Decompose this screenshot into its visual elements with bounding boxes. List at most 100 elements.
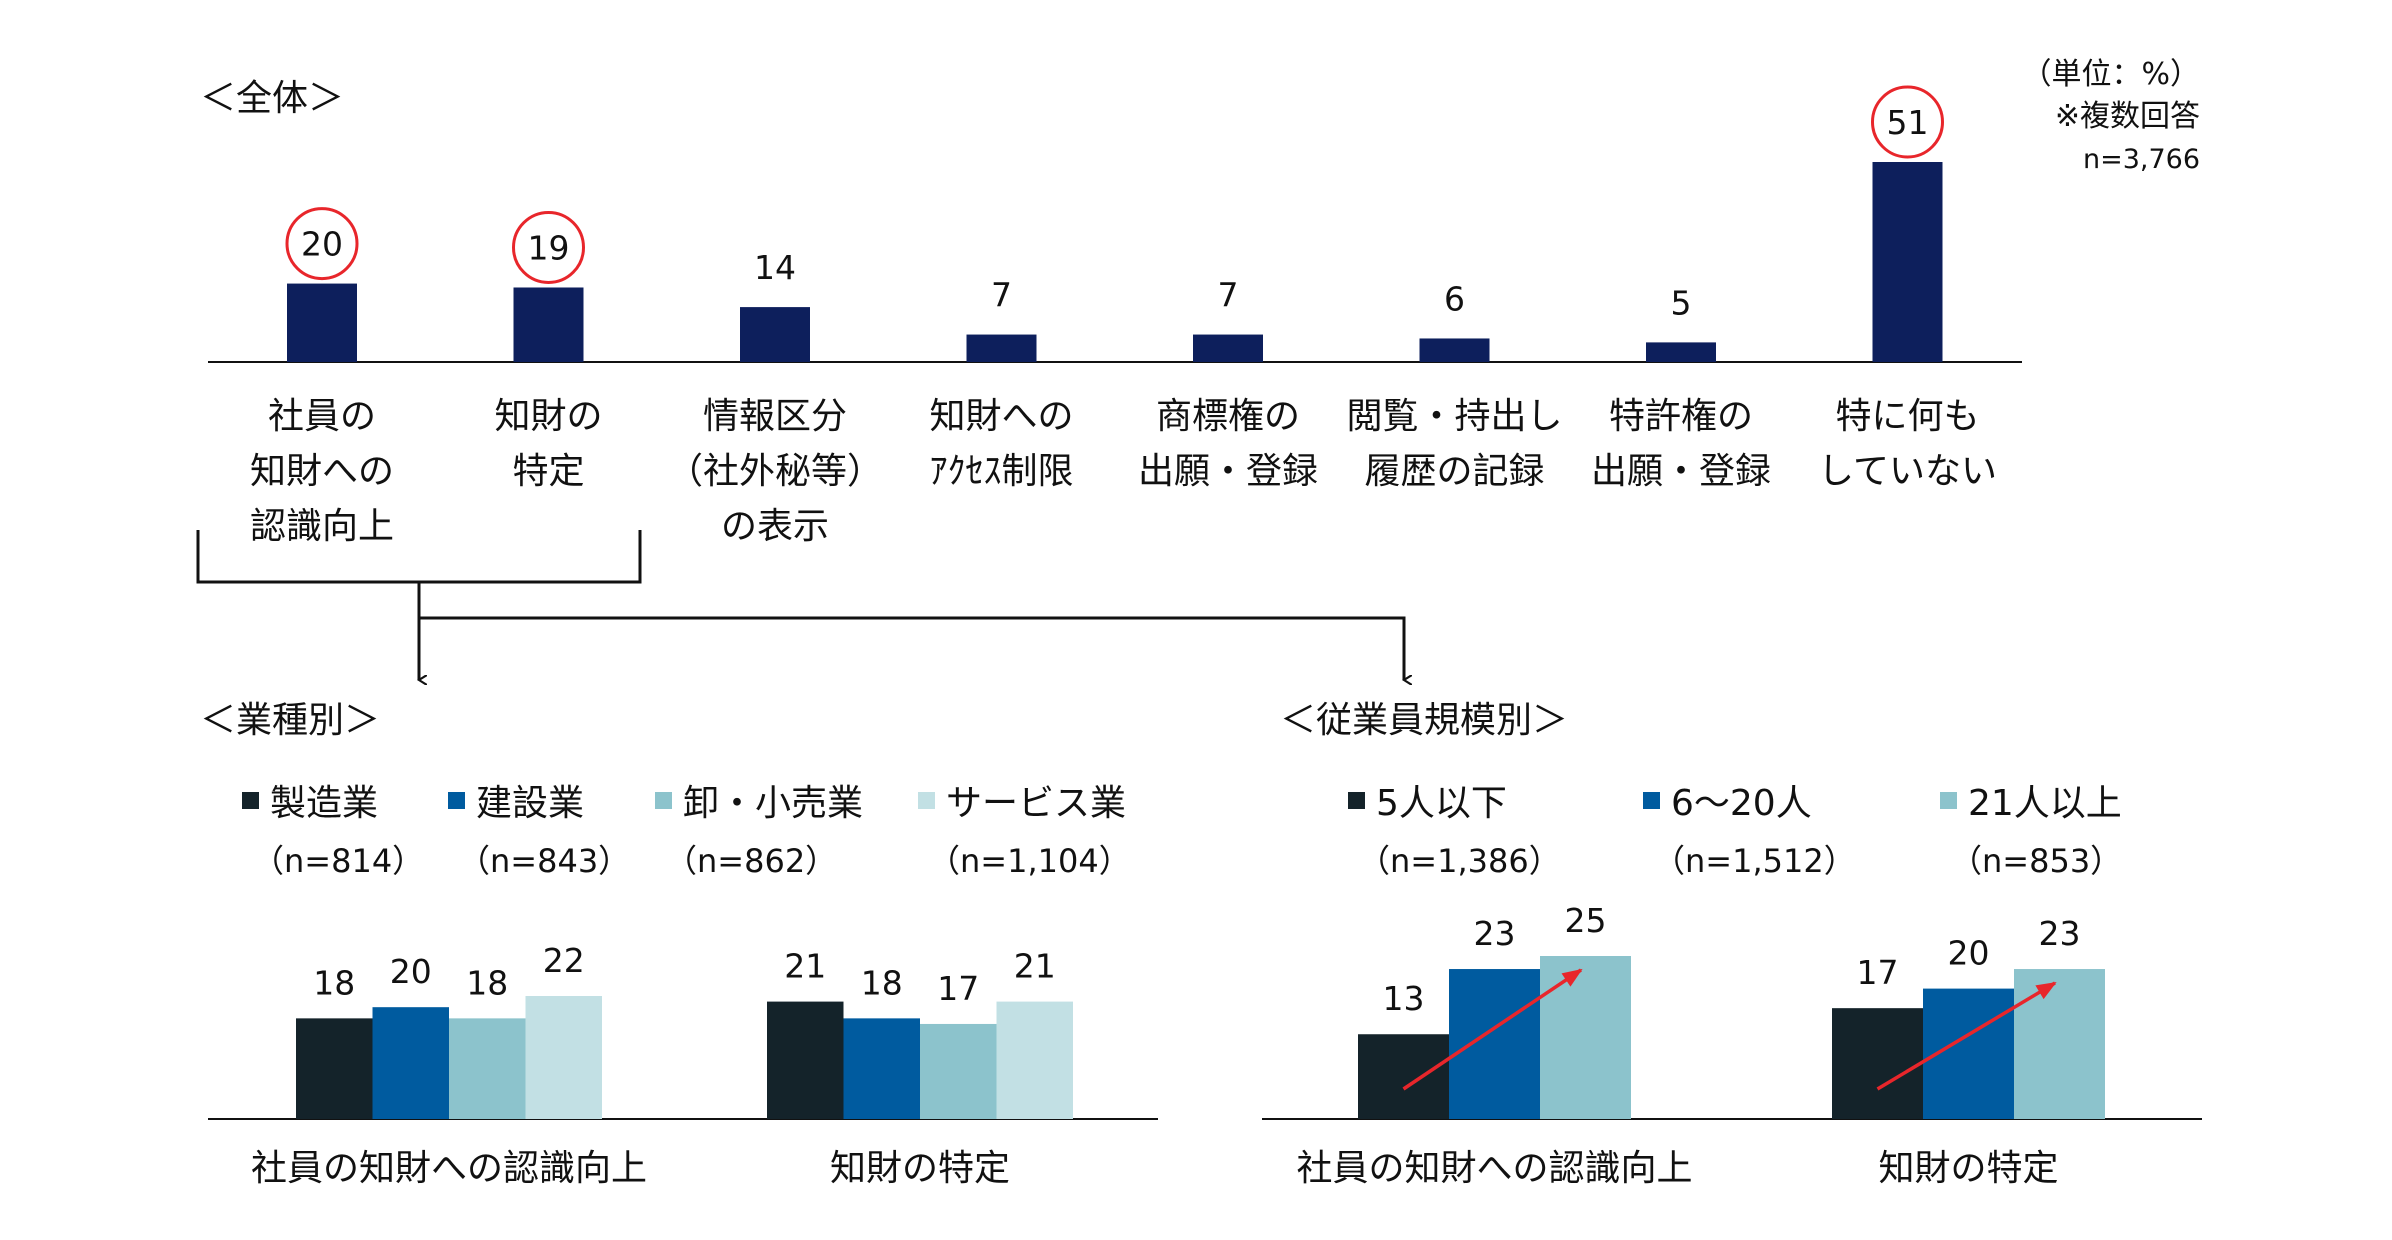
industry-section-title: ＜業種別＞ [200, 700, 380, 741]
industry-legend-n: （n=843） [458, 842, 630, 880]
arrow-to-size [419, 616, 1404, 680]
overall-category-label: 商標権の [1156, 396, 1300, 437]
overall-category-label: 情報区分 [703, 396, 847, 437]
industry-legend-swatch [918, 792, 935, 809]
highlight-circle [1871, 85, 1944, 159]
size-bar [1358, 1034, 1449, 1119]
overall-category-label: 特許権の [1609, 396, 1753, 437]
overall-category-label: 閲覧・持出し [1346, 396, 1562, 437]
size-value-label: 20 [1948, 934, 1990, 973]
size-legend-n: （n=1,386） [1358, 842, 1561, 880]
industry-category-label: 社員の知財への認識向上 [251, 1148, 647, 1189]
overall-bar [1193, 334, 1263, 362]
size-category-label: 知財の特定 [1878, 1148, 2058, 1189]
industry-bar [920, 1023, 997, 1119]
industry-legend: 製造業 （n=814） 建設業 （n=843） 卸・小売業 （n=862） サービス業 （n=… [242, 783, 1131, 880]
size-bar [1832, 1008, 1923, 1119]
overall-category-label: 社員の [268, 396, 376, 437]
industry-legend-name: 卸・小売業 [683, 783, 863, 824]
overall-category-label: 出願・登録 [1138, 451, 1318, 492]
industry-legend-name: サービス業 [946, 783, 1126, 824]
overall-bar [1419, 338, 1490, 362]
size-legend-swatch [1643, 792, 1660, 809]
overall-category-label: 知財の [494, 396, 602, 437]
overall-category-label: 特定 [512, 451, 584, 492]
industry-value-label: 20 [390, 952, 432, 991]
size-value-label: 17 [1857, 953, 1899, 992]
industry-legend-swatch [655, 792, 672, 809]
size-bar [1540, 956, 1631, 1119]
size-category-label: 社員の知財への認識向上 [1296, 1148, 1692, 1189]
size-trend-arrow [1402, 968, 1583, 1091]
overall-bar [1872, 162, 1943, 362]
size-legend-n: （n=1,512） [1653, 842, 1856, 880]
unit-label: （単位：%） [2021, 57, 2200, 92]
industry-value-label: 22 [543, 941, 585, 980]
industry-bar [372, 1007, 449, 1119]
highlight-circle [285, 207, 359, 281]
size-legend-n: （n=853） [1950, 842, 2122, 880]
industry-bar [449, 1018, 526, 1119]
multiple-answer-note: ※複数回答 [2055, 99, 2200, 134]
industry-legend-name: 製造業 [270, 783, 378, 824]
industry-value-label: 21 [1014, 947, 1056, 986]
overall-bar [740, 307, 810, 362]
overall-category-label: 知財への [929, 396, 1073, 437]
size-value-label: 25 [1565, 901, 1607, 940]
industry-legend-name: 建設業 [476, 783, 584, 824]
overall-section-title: ＜全体＞ [200, 78, 344, 119]
sample-size-label: n=3,766 [2083, 144, 2200, 175]
overall-category-label: 知財への [250, 451, 394, 492]
overall-category-label: （社外秘等） [667, 451, 883, 492]
overall-value-label: 5 [1671, 283, 1692, 322]
overall-category-label: 出願・登録 [1591, 451, 1771, 492]
size-legend-name: 5人以下 [1376, 783, 1507, 824]
industry-value-label: 17 [937, 969, 979, 1008]
size-legend-swatch [1348, 792, 1365, 809]
size-legend-name: 21人以上 [1968, 783, 2122, 824]
industry-bar [767, 1001, 844, 1119]
highlight-circle [512, 210, 585, 284]
overall-category-label: 履歴の記録 [1364, 451, 1544, 492]
industry-value-label: 18 [861, 963, 903, 1002]
size-value-label: 13 [1383, 979, 1425, 1018]
overall-bar [513, 287, 584, 362]
overall-category-label: していない [1818, 451, 1997, 492]
overall-value-label: 6 [1444, 279, 1465, 318]
overall-value-label: 14 [754, 248, 796, 287]
industry-bar [996, 1001, 1073, 1119]
size-bar [2014, 969, 2105, 1119]
industry-legend-n: （n=862） [665, 842, 837, 880]
size-bar-chart: 13 23 25 社員の知財への認識向上 17 20 23 知財の特定 [1262, 901, 2202, 1189]
overall-value-label: 20 [301, 225, 343, 264]
size-legend-swatch [1940, 792, 1957, 809]
industry-bar [525, 996, 602, 1119]
size-legend: 5人以下 （n=1,386） 6〜20人 （n=1,512） 21人以上 （n=853） [1348, 783, 2122, 880]
overall-category-label: ｱｸｾｽ制限 [929, 451, 1073, 492]
industry-value-label: 21 [784, 947, 826, 986]
overall-category-label: 認識向上 [250, 506, 394, 547]
size-value-label: 23 [1474, 914, 1516, 953]
industry-value-label: 18 [466, 963, 508, 1002]
industry-bar [296, 1018, 373, 1119]
industry-value-label: 18 [313, 963, 355, 1002]
industry-legend-n: （n=814） [252, 842, 424, 880]
overall-value-label: 7 [991, 276, 1012, 315]
overall-value-label: 51 [1887, 103, 1929, 142]
size-value-label: 23 [2039, 914, 2081, 953]
size-legend-name: 6〜20人 [1671, 783, 1812, 824]
overall-bar [1646, 342, 1716, 362]
size-trend-arrow [1876, 981, 2057, 1091]
overall-bar [966, 334, 1037, 362]
overall-bar [287, 283, 357, 362]
size-section-title: ＜従業員規模別＞ [1280, 700, 1568, 741]
size-bar [1449, 969, 1540, 1119]
overall-value-label: 7 [1218, 276, 1239, 315]
industry-legend-n: （n=1,104） [928, 842, 1131, 880]
industry-bar [843, 1018, 920, 1119]
industry-legend-swatch [242, 792, 259, 809]
overall-bar-chart: 20社員の知財への認識向上19知財の特定14情報区分（社外秘等）の表示7知財への… [208, 85, 2022, 547]
overall-value-label: 19 [528, 228, 570, 267]
